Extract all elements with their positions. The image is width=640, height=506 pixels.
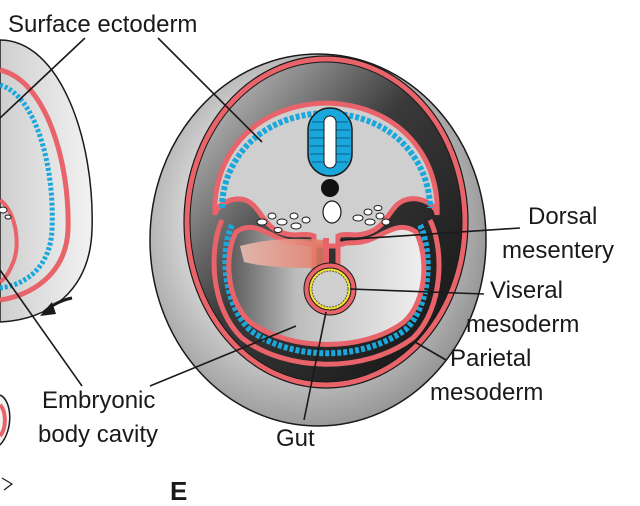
- parietal-mesoderm-lining: [211, 218, 442, 367]
- label-dorsal-mesentery-line1: Dorsal: [528, 203, 597, 230]
- label-parietal-mesoderm-line2: mesoderm: [430, 379, 543, 406]
- leader-surface-ectoderm-right: [157, 37, 263, 143]
- label-body-cavity-line2: body cavity: [38, 421, 158, 448]
- label-dorsal-mesentery-line2: mesentery: [502, 237, 614, 264]
- left-partial-embryo: [0, 39, 93, 491]
- leader-visceral-mesoderm: [349, 288, 485, 295]
- leader-dorsal-mesentery: [339, 227, 521, 241]
- label-surface-ectoderm: Surface ectoderm: [8, 11, 197, 38]
- main-embryo: [149, 53, 487, 427]
- leader-surface-ectoderm-left: [0, 37, 86, 119]
- leader-gut: [303, 311, 327, 421]
- dorsal-aorta: [322, 200, 342, 224]
- neural-tube: [307, 107, 353, 177]
- dorsal-mesentery: [240, 238, 330, 268]
- labels: Surface ectoderm Dorsal mesentery Visera…: [8, 11, 614, 506]
- label-embryonic-line1: Embryonic: [42, 387, 155, 414]
- mesenchyme-cells-right: [352, 205, 391, 226]
- label-parietal-mesoderm-line1: Parietal: [450, 345, 531, 372]
- leader-body-cavity-left: [0, 269, 83, 387]
- label-visceral-mesoderm-line2: mesoderm: [466, 311, 579, 338]
- mesenchyme-cells-left: [256, 212, 311, 233]
- panel-label: E: [170, 476, 187, 506]
- leader-body-cavity-right: [149, 325, 297, 387]
- notochord: [321, 179, 339, 197]
- label-gut: Gut: [276, 425, 315, 452]
- label-visceral-mesoderm-line1: Viseral: [490, 277, 563, 304]
- leader-parietal-mesoderm: [414, 341, 447, 361]
- parietal-dotted-layer: [222, 223, 431, 357]
- gut-lumen: [311, 270, 349, 308]
- leader-lines: [0, 37, 521, 421]
